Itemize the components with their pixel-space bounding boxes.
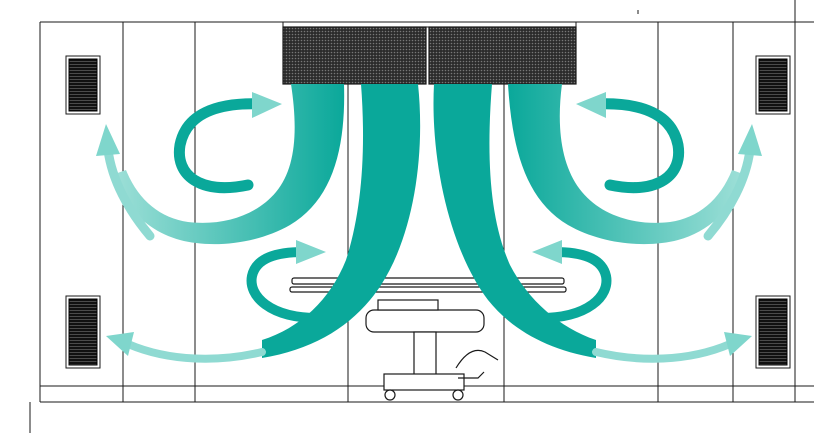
airflow-stream-center-left <box>262 84 421 358</box>
airflow-stream-outer-right <box>508 84 746 245</box>
airflow-arrow-icon <box>252 92 282 118</box>
return-arrow-lower-left-loop <box>246 247 323 323</box>
return-arrow-upper-left-wall <box>103 145 155 241</box>
airflow-streams <box>112 84 746 358</box>
laminar-flow-ceiling-diffuser <box>282 21 577 85</box>
airflow-arrow-icon <box>96 124 120 156</box>
return-arrow-lower-right-wall <box>592 340 734 363</box>
airflow-arrow-icon <box>106 332 134 356</box>
airflow-arrow-icon <box>296 240 326 264</box>
airflow-stream-center-right <box>433 84 596 358</box>
return-arrow-lower-left-wall <box>124 340 266 363</box>
exhaust-grilles <box>65 55 791 369</box>
return-arrow-upper-right-wall <box>703 145 755 241</box>
exhaust-grille-top-left <box>65 55 101 115</box>
airflow-arrow-icon <box>532 240 562 264</box>
airflow-arrow-icon <box>738 124 762 156</box>
exhaust-grille-bottom-left <box>65 295 101 369</box>
return-arrow-upper-right-loop <box>590 98 685 194</box>
return-arrow-lower-right-loop <box>535 247 612 323</box>
exhaust-grille-top-right <box>755 55 791 115</box>
airflow-arrow-icon <box>576 92 606 118</box>
exhaust-grille-bottom-right <box>755 295 791 369</box>
airflow-stream-outer-left <box>112 84 345 245</box>
airflow-arrow-icon <box>724 332 752 356</box>
return-arrows <box>96 92 762 363</box>
return-arrow-upper-left-loop <box>173 98 268 194</box>
